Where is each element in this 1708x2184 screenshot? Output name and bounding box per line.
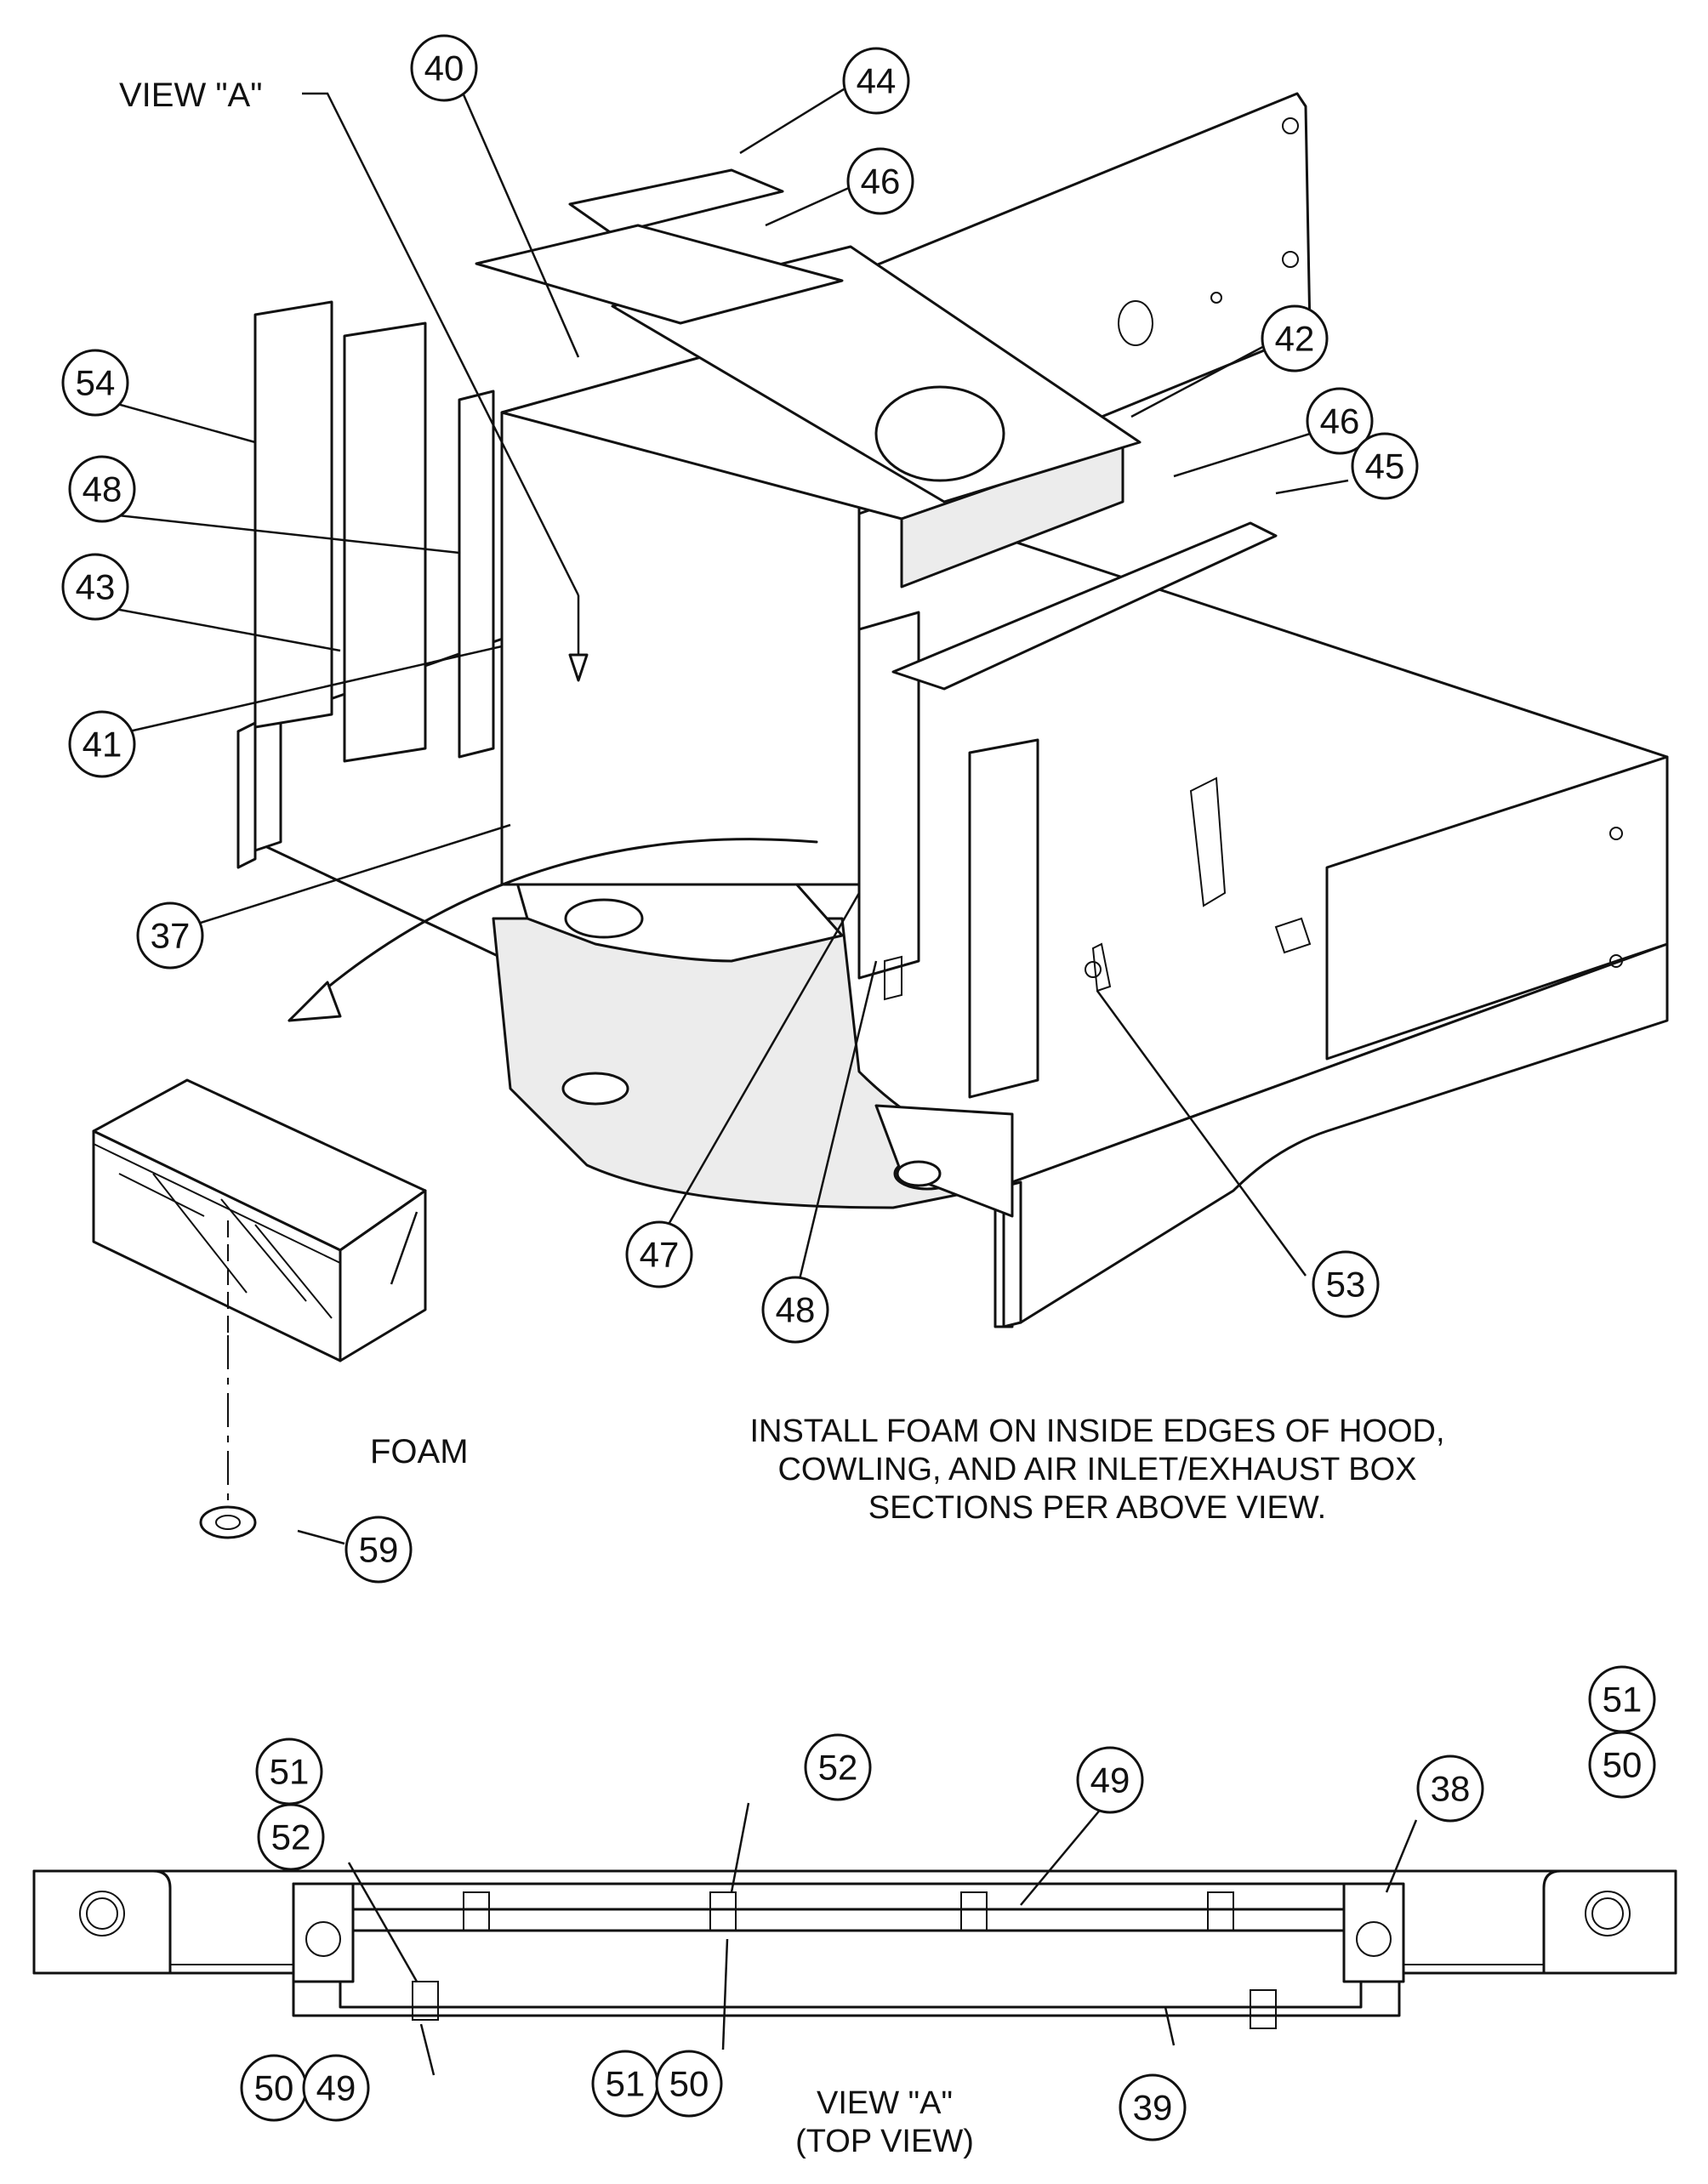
- callout-40-text: 40: [424, 48, 464, 88]
- callout-52-left: 52: [257, 1803, 325, 1871]
- callout-44-text: 44: [857, 61, 897, 101]
- callout-48-bottom-text: 48: [776, 1290, 816, 1330]
- callout-49-top: 49: [1076, 1746, 1144, 1814]
- callout-42: 42: [1261, 304, 1329, 373]
- callout-38-text: 38: [1431, 1769, 1471, 1809]
- callout-46-right-text: 46: [1320, 401, 1360, 441]
- callout-48-bottom: 48: [761, 1276, 829, 1344]
- callout-51-right: 51: [1588, 1665, 1656, 1733]
- callout-50-bottom-text: 50: [669, 2064, 709, 2104]
- callout-44: 44: [842, 47, 910, 115]
- callout-38: 38: [1416, 1755, 1484, 1823]
- callout-46-right: 46: [1306, 387, 1374, 455]
- note-line-2: COWLING, AND AIR INLET/EXHAUST BOX: [777, 1452, 1416, 1487]
- callout-50-bottom: 50: [655, 2050, 723, 2118]
- top-view-caption-line-1: VIEW "A": [817, 2085, 953, 2121]
- callout-59-text: 59: [359, 1530, 399, 1570]
- callout-53: 53: [1312, 1250, 1380, 1318]
- callout-45: 45: [1351, 432, 1419, 500]
- top-view-assembly: [32, 1869, 1677, 2029]
- callout-53-text: 53: [1326, 1265, 1366, 1305]
- view-a-label: VIEW "A": [119, 77, 262, 114]
- note-line-1: INSTALL FOAM ON INSIDE EDGES OF HOOD,: [749, 1413, 1444, 1449]
- callout-51-bottom: 51: [591, 2050, 659, 2118]
- callout-45-text: 45: [1365, 446, 1405, 486]
- callout-50-bottom-left-text: 50: [254, 2068, 294, 2108]
- callout-41-text: 41: [83, 725, 122, 765]
- callout-50-right: 50: [1588, 1731, 1656, 1799]
- leader-lines: [101, 83, 1418, 2076]
- callout-52-center: 52: [804, 1733, 872, 1801]
- callout-37: 37: [136, 901, 204, 970]
- callout-50-bottom-left: 50: [240, 2054, 308, 2122]
- callout-43-text: 43: [76, 567, 116, 607]
- callout-51-left: 51: [255, 1738, 323, 1806]
- callout-42-text: 42: [1275, 319, 1315, 359]
- callout-49-bottom: 49: [302, 2054, 370, 2122]
- callout-51-left-text: 51: [270, 1752, 310, 1792]
- callout-50-right-text: 50: [1603, 1745, 1643, 1785]
- callout-48-left-text: 48: [83, 469, 122, 509]
- callout-52-left-text: 52: [271, 1817, 311, 1857]
- note-line-3: SECTIONS PER ABOVE VIEW.: [868, 1490, 1326, 1526]
- callout-51-right-text: 51: [1603, 1680, 1643, 1720]
- callout-54-text: 54: [76, 363, 116, 403]
- main-assembly: [236, 92, 1669, 1328]
- foam-detail: [92, 1078, 427, 1539]
- callout-43: 43: [61, 553, 129, 621]
- callout-46-top: 46: [846, 147, 914, 215]
- callout-47-text: 47: [640, 1235, 680, 1275]
- callout-46-top-text: 46: [861, 162, 901, 202]
- callout-49-top-text: 49: [1090, 1760, 1130, 1800]
- callout-41: 41: [68, 710, 136, 778]
- foam-label: FOAM: [370, 1433, 469, 1470]
- callout-59: 59: [344, 1516, 413, 1584]
- callout-51-bottom-text: 51: [606, 2064, 646, 2104]
- callout-40: 40: [410, 34, 478, 102]
- callout-39-text: 39: [1133, 2088, 1173, 2128]
- callout-39: 39: [1119, 2073, 1187, 2141]
- callout-49-bottom-text: 49: [316, 2068, 356, 2108]
- callout-47: 47: [625, 1220, 693, 1288]
- callout-54: 54: [61, 349, 129, 417]
- callout-37-text: 37: [151, 916, 191, 956]
- callout-52-center-text: 52: [818, 1748, 858, 1788]
- top-view-caption-line-2: (TOP VIEW): [795, 2124, 974, 2159]
- callout-48-left: 48: [68, 455, 136, 523]
